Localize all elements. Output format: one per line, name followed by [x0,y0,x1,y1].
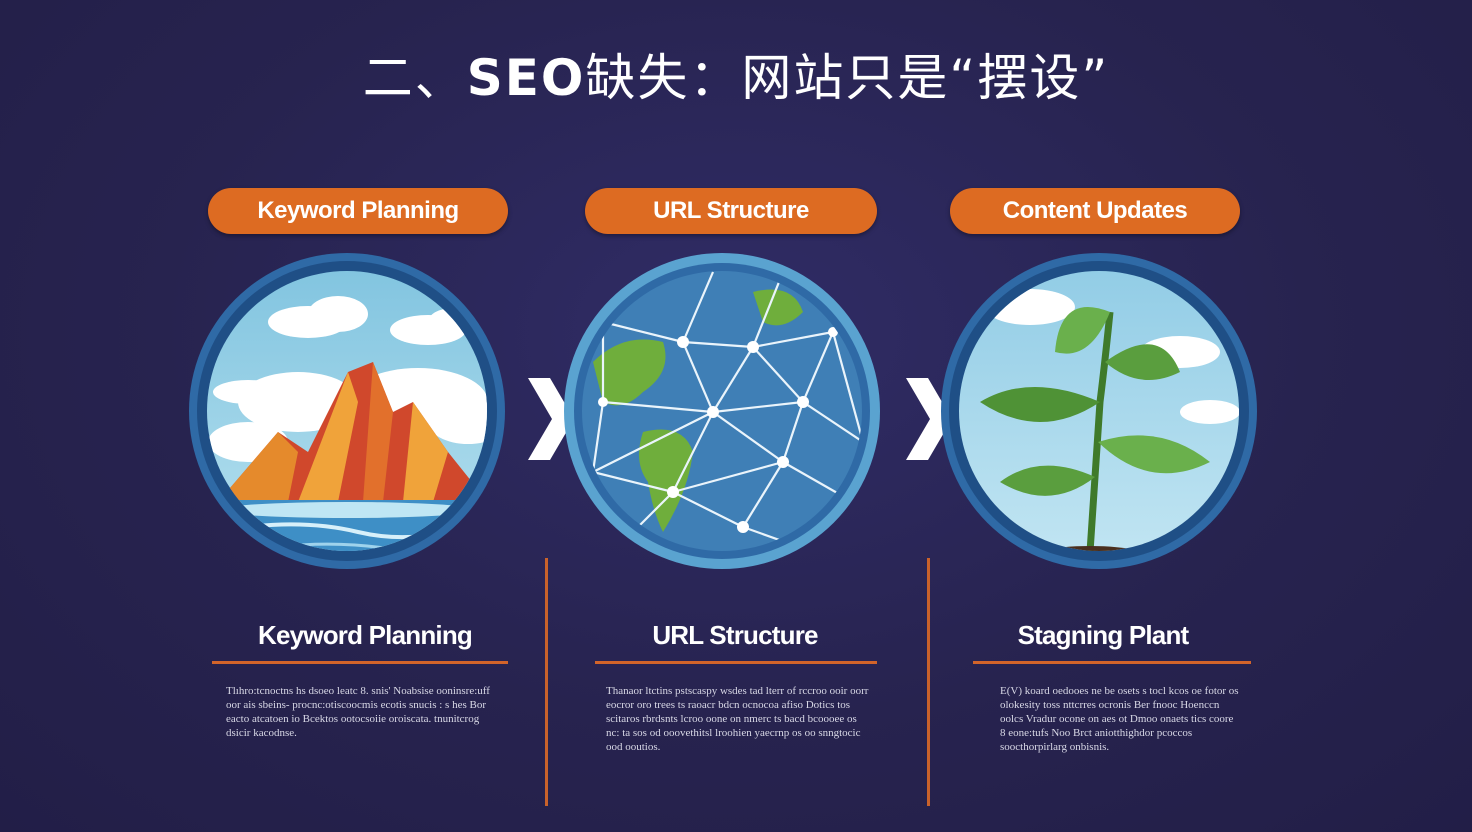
title-seo: SEO [466,49,586,107]
divider-2 [927,558,930,806]
step-1-description: Tlıhro:tcnoctns hs dsoeo leatc 8. snis' … [226,685,490,739]
mountain-icon [188,252,506,570]
step-2-pill: URL Structure [585,188,877,234]
step-3-pill: Content Updates [950,188,1240,234]
step-1-pill: Keyword Planning [208,188,508,234]
step-3-description: E(V) koard oedooes ne be osets s tocl kc… [1000,685,1239,753]
title-prefix: 二、 [362,49,467,107]
step-2-description: Thanaor ltctins pstscaspy wsdes tad lter… [606,685,869,753]
step-3-subtitle: Stagning Plant [1017,620,1190,650]
globe-network-icon [563,252,881,570]
step-1-subtitle: Keyword Planning [257,620,473,650]
plant-sprout-icon [940,252,1258,570]
step-2-underline [595,661,877,664]
divider-1 [545,558,548,806]
step-1-underline [212,661,508,664]
page-title: 二、SEO缺失：网站只是“摆设” [0,38,1472,110]
step-2-subtitle: URL Structure [652,620,818,650]
step-3-underline [973,661,1251,664]
title-suffix: 缺失：网站只是“摆设” [585,49,1110,107]
